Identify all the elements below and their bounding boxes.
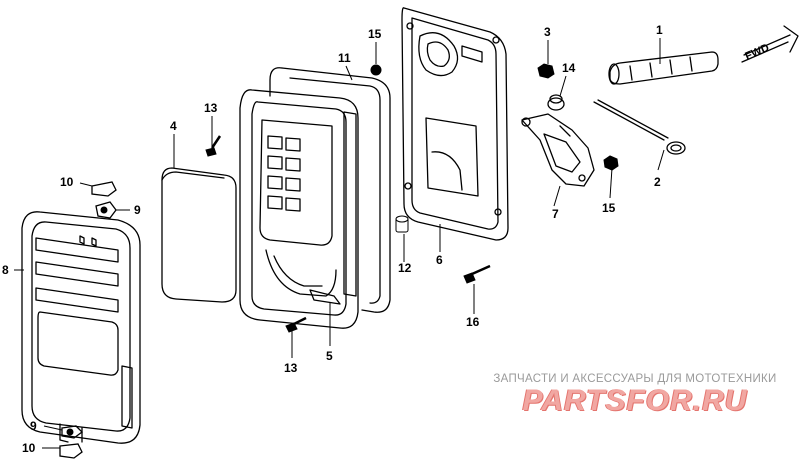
- callout-8: 8: [2, 263, 9, 277]
- clip-part-9-upper[interactable]: [95, 201, 117, 219]
- choke-bracket-part[interactable]: [521, 113, 595, 187]
- callout-10-lower: 10: [22, 441, 36, 455]
- callout-13-upper: 13: [204, 101, 218, 115]
- callout-1: 1: [656, 23, 663, 37]
- elbow-base-part[interactable]: [401, 7, 509, 241]
- callout-12: 12: [398, 261, 412, 275]
- callout-3: 3: [544, 25, 551, 39]
- callout-15-upper: 15: [368, 27, 382, 41]
- callout-9-upper: 9: [134, 203, 141, 217]
- callout-13-lower: 13: [284, 361, 298, 375]
- callout-11: 11: [338, 51, 351, 65]
- breather-tube-part[interactable]: [608, 51, 719, 85]
- callout-16: 16: [466, 315, 480, 329]
- nut-part-3[interactable]: [537, 63, 555, 79]
- callout-labels: 1 2 3 4 5 6 7 8 9 9 10 10 11 12 13 13 14…: [2, 23, 771, 455]
- callout-14: 14: [562, 61, 576, 75]
- fwd-label: FWD: [743, 42, 771, 63]
- element-holder-part[interactable]: [239, 89, 359, 329]
- watermark-brand: PARTSFOR.RU: [522, 384, 748, 417]
- nut-part-15b[interactable]: [603, 155, 619, 171]
- bolt-part-13-upper[interactable]: [205, 135, 222, 157]
- clip-part-9-lower[interactable]: [61, 425, 83, 439]
- leader-lines: [14, 38, 665, 449]
- callout-15-lower: 15: [602, 201, 616, 215]
- air-cleaner-cover-part[interactable]: [21, 211, 141, 444]
- callout-5: 5: [326, 349, 333, 363]
- callout-4: 4: [170, 119, 177, 133]
- grommet-part[interactable]: [547, 94, 565, 111]
- bolt-part-16[interactable]: [463, 264, 491, 284]
- clip-part-10-lower[interactable]: [59, 443, 83, 459]
- bolt-part-13-lower[interactable]: [285, 316, 307, 333]
- watermark-subtitle: ЗАПЧАСТИ И АКСЕССУАРЫ ДЛЯ МОТОТЕХНИКИ: [493, 373, 777, 385]
- foam-element-part[interactable]: [161, 167, 237, 303]
- callout-10-upper: 10: [60, 175, 74, 189]
- fwd-arrow-icon: [741, 25, 799, 63]
- callout-7: 7: [552, 207, 559, 221]
- clip-part-10-upper[interactable]: [91, 181, 117, 197]
- wire-rod-part[interactable]: [593, 99, 686, 155]
- nut-part-15[interactable]: [370, 64, 382, 76]
- callout-9-lower: 9: [30, 419, 37, 433]
- callout-2: 2: [654, 175, 661, 189]
- callout-6: 6: [436, 253, 443, 267]
- air-cleaner-case-part[interactable]: [269, 67, 391, 313]
- collar-part-12[interactable]: [395, 215, 409, 233]
